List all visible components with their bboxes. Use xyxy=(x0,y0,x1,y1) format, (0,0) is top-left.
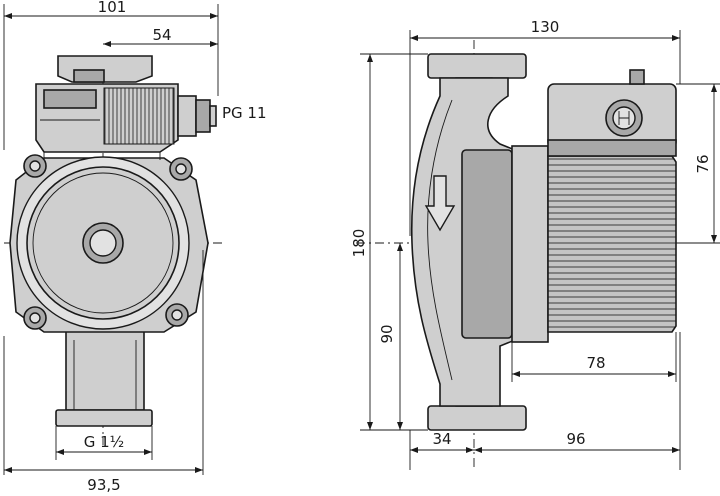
dim-arrow xyxy=(103,41,111,47)
dim-arrow xyxy=(711,235,717,243)
dim-arrow xyxy=(367,54,373,62)
side-terminal-box-base xyxy=(547,139,677,157)
front-cable-gland-nut xyxy=(195,99,211,133)
front-terminal-box-module xyxy=(43,89,97,109)
dim-arrow xyxy=(397,243,403,251)
front-bolt-bottom-left xyxy=(23,306,47,330)
dim-arrow xyxy=(672,35,680,41)
dim-arrow xyxy=(711,84,717,92)
front-cable-gland-cap xyxy=(209,105,217,127)
front-bolt-top-left xyxy=(23,154,47,178)
dim-arrow xyxy=(512,371,520,377)
side-motor-adapter xyxy=(511,145,549,343)
dim-label-side-motor-length: 78 xyxy=(586,354,605,372)
dim-label-front-width-bottom: 93,5 xyxy=(87,476,120,494)
side-top-flange xyxy=(427,53,527,79)
dim-arrow xyxy=(4,13,12,19)
dim-arrow xyxy=(4,467,12,473)
dim-arrow xyxy=(672,447,680,453)
front-cable-gland-base xyxy=(177,95,197,137)
dim-arrow xyxy=(466,447,474,453)
front-view: 101 54 PG 11 G 1½ 93,5 xyxy=(3,0,267,494)
side-motor-housing xyxy=(547,155,677,333)
dim-label-side-height-lower: 90 xyxy=(378,324,396,343)
dim-arrow xyxy=(410,35,418,41)
front-volute-inner-ring xyxy=(32,172,174,314)
dim-label-side-height-total: 180 xyxy=(350,229,368,258)
front-vent-plug-inner xyxy=(89,229,117,257)
side-cable-gland xyxy=(605,99,643,137)
dim-arrow xyxy=(210,13,218,19)
dim-label-connection-thread: G 1½ xyxy=(84,433,124,451)
dim-arrow xyxy=(56,449,64,455)
front-terminal-box-cap xyxy=(57,55,153,83)
dim-arrow xyxy=(474,447,482,453)
dim-arrow xyxy=(367,422,373,430)
front-bolt-top-right xyxy=(169,157,193,181)
side-bottom-flange xyxy=(427,405,527,431)
dim-label-cable-gland: PG 11 xyxy=(222,104,267,122)
dim-label-front-offset-top: 54 xyxy=(152,26,171,44)
front-bottom-flange xyxy=(55,409,153,427)
dim-label-front-width-top: 101 xyxy=(98,0,127,16)
front-terminal-box-ribs xyxy=(103,87,175,145)
dim-label-side-length-top: 130 xyxy=(531,18,560,36)
dim-arrow xyxy=(195,467,203,473)
front-outlet-neck xyxy=(65,329,145,411)
dim-label-side-box-height: 76 xyxy=(694,154,712,173)
dim-arrow xyxy=(397,422,403,430)
dim-arrow xyxy=(410,447,418,453)
side-motor-flange xyxy=(461,149,513,339)
side-terminal-box-knob xyxy=(629,69,645,85)
side-view: 130 180 90 76 78 34 9 xyxy=(350,18,720,470)
down-arrow-icon xyxy=(424,175,456,232)
dim-label-side-body-length: 96 xyxy=(566,430,585,448)
dim-arrow xyxy=(210,41,218,47)
front-bolt-bottom-right xyxy=(165,303,189,327)
dim-arrow xyxy=(668,371,676,377)
side-body-inner-contour xyxy=(427,99,453,381)
dim-label-side-port-offset: 34 xyxy=(432,430,451,448)
dim-arrow xyxy=(144,449,152,455)
front-terminal-box-latch xyxy=(73,69,105,83)
